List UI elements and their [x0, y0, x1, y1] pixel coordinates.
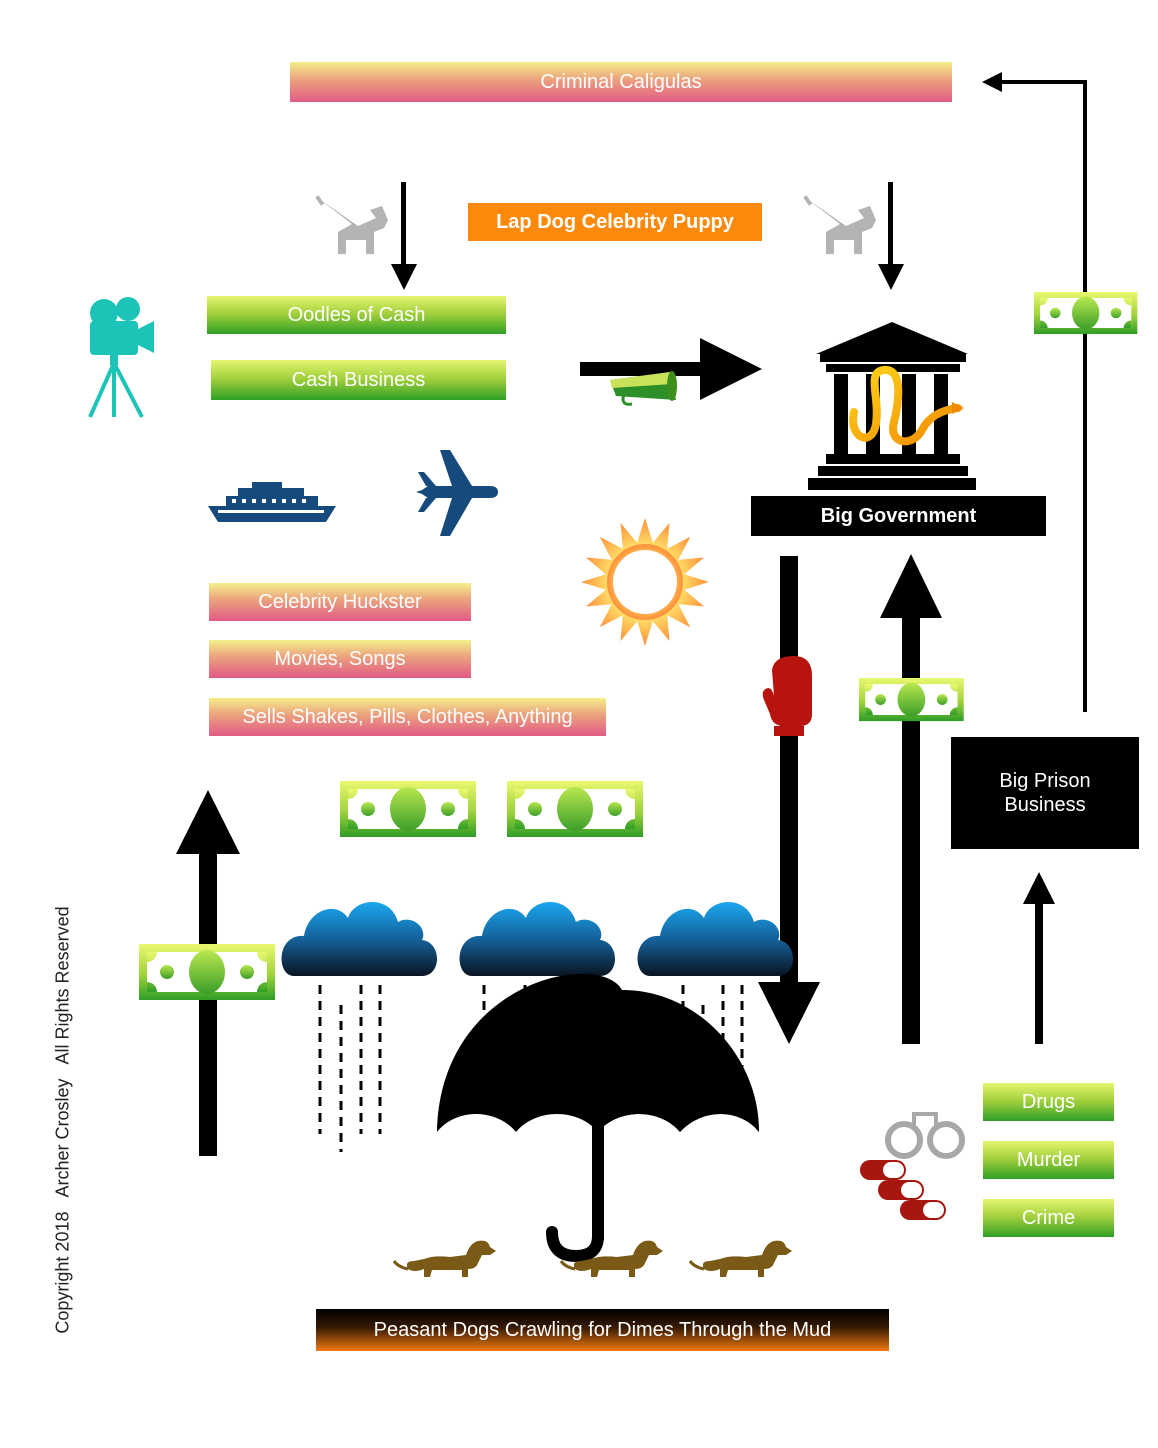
feedback-arrow-line [998, 80, 1087, 712]
rain-cloud-icon [637, 902, 793, 976]
cruise-ship-icon [208, 482, 336, 522]
video-camera-icon [88, 297, 154, 418]
money-bill-icon [1034, 292, 1138, 334]
pill-icon [878, 1180, 924, 1200]
rain-cloud-icon [281, 902, 437, 976]
lap-dog-celebrity-puppy-label: Lap Dog Celebrity Puppy [468, 203, 762, 241]
down-arrow-right [878, 182, 904, 290]
boxing-glove-icon [762, 656, 812, 736]
sells-shakes-label: Sells Shakes, Pills, Clothes, Anything [209, 698, 606, 736]
criminal-caligulas-label: Criminal Caligulas [290, 62, 952, 102]
pill-icon [900, 1200, 946, 1220]
drugs-label: Drugs [983, 1083, 1114, 1121]
rain-cloud-icon [459, 902, 615, 976]
down-arrow-left [391, 182, 417, 290]
big-prison-business-label: Big Prison Business [951, 737, 1139, 849]
money-bill-icon [139, 944, 275, 1000]
megaphone-icon [610, 371, 677, 406]
big-government-label: Big Government [751, 496, 1046, 536]
money-bill-icon [340, 781, 476, 837]
peasant-dogs-label: Peasant Dogs Crawling for Dimes Through … [316, 1309, 889, 1351]
up-arrow-to-prison [1023, 872, 1055, 1044]
movies-songs-label: Movies, Songs [209, 640, 471, 678]
guide-dog-icon [315, 195, 388, 254]
feedback-arrow-head [982, 72, 1002, 92]
up-arrow-to-big-government [880, 554, 942, 1044]
handcuffs-icon [885, 1112, 965, 1159]
umbrella-icon [437, 973, 760, 1263]
dachshund-icon [392, 1239, 498, 1279]
celebrity-huckster-label: Celebrity Huckster [209, 583, 471, 621]
cash-flow-arrow [580, 338, 762, 400]
sun-icon [581, 518, 709, 646]
snake-icon [849, 366, 964, 446]
airplane-icon [416, 450, 498, 536]
pill-icon [860, 1160, 906, 1180]
money-bill-icon [859, 678, 964, 722]
up-arrow-celebrity [176, 790, 240, 1156]
dachshund-icon [688, 1239, 794, 1279]
crime-label: Crime [983, 1199, 1114, 1237]
copyright-text: Copyright 2018 Archer Crosley All Rights… [52, 906, 73, 1334]
oodles-of-cash-label: Oodles of Cash [207, 296, 506, 334]
cash-business-label: Cash Business [211, 360, 506, 400]
money-bill-icon [507, 781, 643, 837]
guide-dog-icon [803, 195, 876, 254]
murder-label: Murder [983, 1141, 1114, 1179]
